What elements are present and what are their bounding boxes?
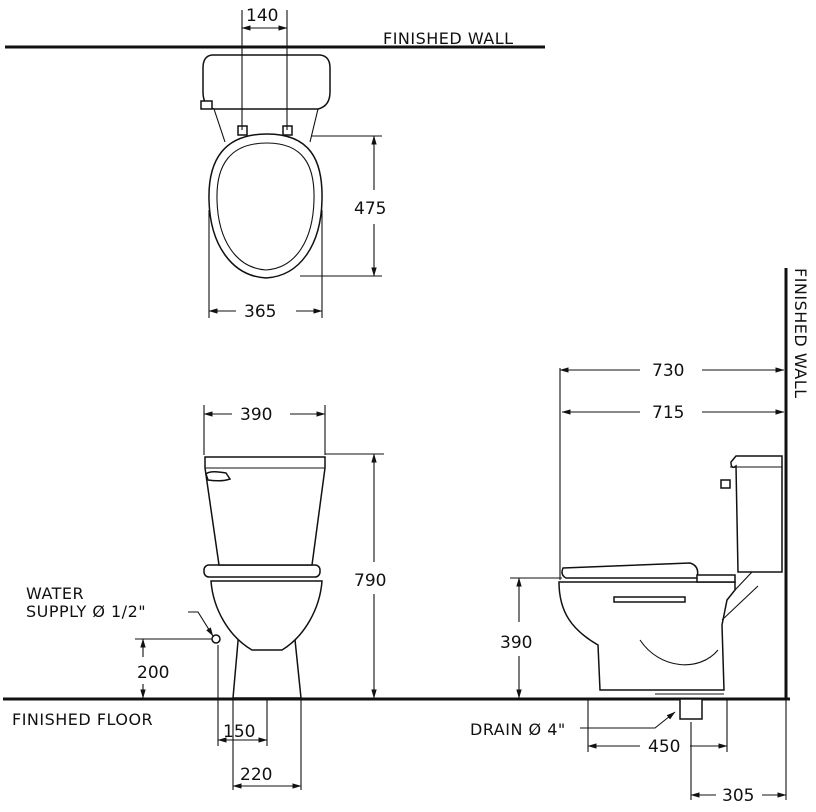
dim-450-text: 450 bbox=[648, 737, 680, 757]
dim-overall-height bbox=[325, 453, 384, 699]
front-view bbox=[203, 456, 326, 699]
dim-715-text: 715 bbox=[652, 403, 684, 423]
front-flush-lever bbox=[205, 470, 232, 482]
top-seat-inner bbox=[216, 142, 315, 271]
water-supply-label-line1: WATER bbox=[26, 584, 84, 603]
finished-wall-side-label: FINISHED WALL bbox=[791, 268, 810, 399]
side-view bbox=[558, 455, 783, 720]
side-seat bbox=[561, 562, 699, 579]
water-supply-leader bbox=[188, 611, 214, 637]
dim-tank-width bbox=[203, 405, 326, 455]
dim-drain-span bbox=[587, 700, 728, 752]
front-bowl bbox=[210, 580, 323, 651]
dim-150-text: 150 bbox=[223, 722, 255, 742]
side-tank bbox=[730, 455, 783, 573]
side-flush-lever bbox=[720, 479, 731, 489]
dim-475-text: 475 bbox=[354, 199, 386, 219]
top-tank bbox=[202, 54, 331, 110]
front-seat bbox=[203, 564, 321, 578]
dim-supply-offset bbox=[217, 700, 268, 746]
dim-365-text: 365 bbox=[244, 302, 276, 322]
drain-label: DRAIN Ø 4" bbox=[470, 720, 566, 739]
dim-supply-height bbox=[135, 638, 212, 699]
dim-730-text: 730 bbox=[652, 361, 684, 381]
dim-200-text: 200 bbox=[137, 663, 169, 683]
drain-pipe bbox=[679, 698, 703, 720]
water-supply-valve bbox=[211, 634, 221, 644]
water-supply-label-line2: SUPPLY Ø 1/2" bbox=[26, 602, 146, 621]
dim-rough-in bbox=[690, 700, 787, 800]
side-bowl bbox=[558, 581, 736, 691]
dim-305-text: 305 bbox=[722, 786, 754, 806]
dim-base-width bbox=[232, 700, 302, 790]
side-hinge bbox=[696, 574, 736, 583]
top-view bbox=[200, 54, 331, 279]
finished-wall-top-label: FINISHED WALL bbox=[383, 29, 514, 48]
drain-leader bbox=[580, 711, 676, 729]
dim-390-seat-text: 390 bbox=[500, 633, 532, 653]
dim-140-text: 140 bbox=[246, 6, 278, 26]
dim-220-text: 220 bbox=[240, 765, 272, 785]
dim-overall-depth bbox=[559, 367, 785, 580]
dim-seat-length bbox=[300, 135, 382, 277]
top-flush-lever bbox=[200, 100, 213, 110]
dim-seat-bolt-spacing bbox=[241, 10, 288, 130]
finished-floor-label: FINISHED FLOOR bbox=[12, 710, 153, 729]
top-seat-outer bbox=[208, 133, 323, 279]
dim-790-text: 790 bbox=[354, 571, 386, 591]
dim-390-tank-text: 390 bbox=[240, 405, 272, 425]
dim-seat-width bbox=[208, 210, 323, 318]
dim-seat-height bbox=[510, 577, 562, 699]
